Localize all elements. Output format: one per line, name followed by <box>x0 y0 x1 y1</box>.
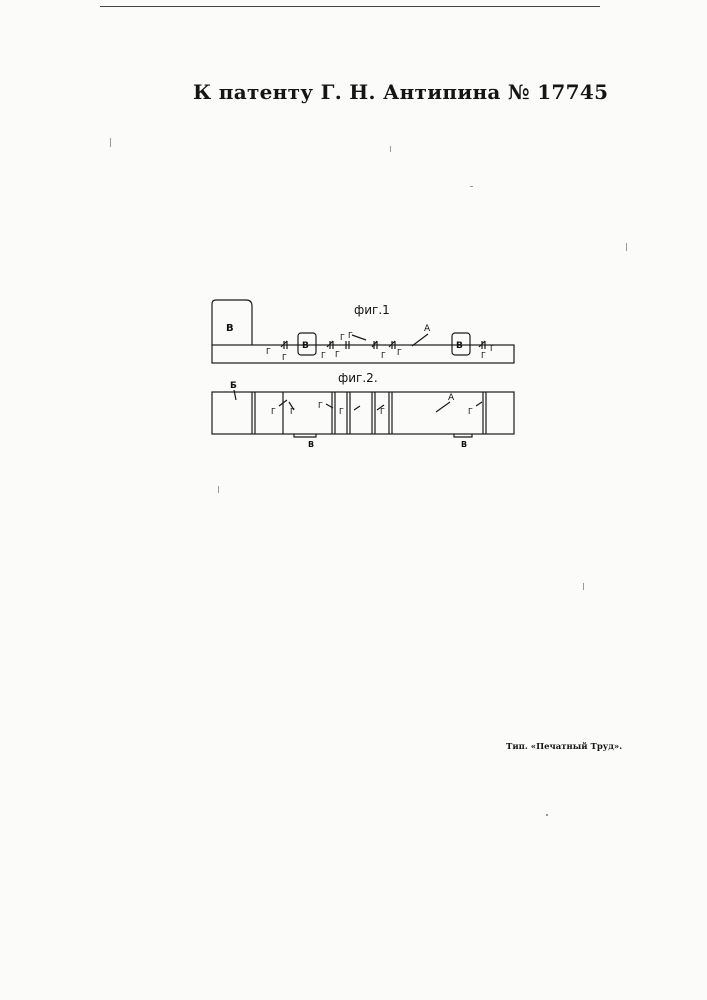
fig1-label-g2: Г <box>282 353 287 362</box>
fig2-label-a: А <box>448 393 455 403</box>
fig2-label-g4: Г <box>339 407 344 416</box>
fig1-a-leader <box>412 334 428 346</box>
scan-speck <box>626 243 627 251</box>
fig1-label-g7: Г <box>381 351 386 360</box>
fig2-label-v2: В <box>461 440 467 449</box>
fig1-label-b-right: В <box>456 341 463 351</box>
scan-speck <box>583 583 584 590</box>
fig1-label-g4: Г <box>335 350 340 359</box>
fig1-caption: фиг.1 <box>354 303 390 317</box>
scan-speck <box>110 138 111 147</box>
fig1-g-leader <box>352 335 366 340</box>
scan-speck <box>218 486 219 493</box>
fig1-label-b-mid: В <box>302 341 309 351</box>
fig2-label-g3: Г <box>318 401 323 410</box>
fig2-label-g5: Г <box>380 407 385 416</box>
printer-imprint: Тип. «Печатный Труд». <box>506 742 622 752</box>
fig1-label-g9: Г <box>481 351 486 360</box>
fig1-label-g5: Г <box>340 333 345 342</box>
fig2-label-b-cyr: Б <box>230 381 237 391</box>
fig2-label-g2: Г <box>290 407 295 416</box>
fig2-label-v1: В <box>308 440 314 449</box>
fig1-label-g6: Г <box>348 331 353 340</box>
fig2-caption: фиг.2. <box>338 371 378 385</box>
scan-speck <box>470 186 473 187</box>
fig2-label-g1: Г <box>271 407 276 416</box>
fig1-label-g8: Г <box>397 348 402 357</box>
fig2-a-leader <box>436 402 450 412</box>
fig1-label-a: А <box>424 324 431 334</box>
fig1-label-g1: Г <box>266 347 271 356</box>
scan-speck <box>546 814 548 816</box>
fig1-label-g3: Г <box>321 351 326 360</box>
fig1-label-g10: Г <box>490 344 495 353</box>
fig1-label-b-large: В <box>226 323 234 334</box>
fig2-label-g6: Г <box>468 407 473 416</box>
scan-speck <box>390 146 391 152</box>
